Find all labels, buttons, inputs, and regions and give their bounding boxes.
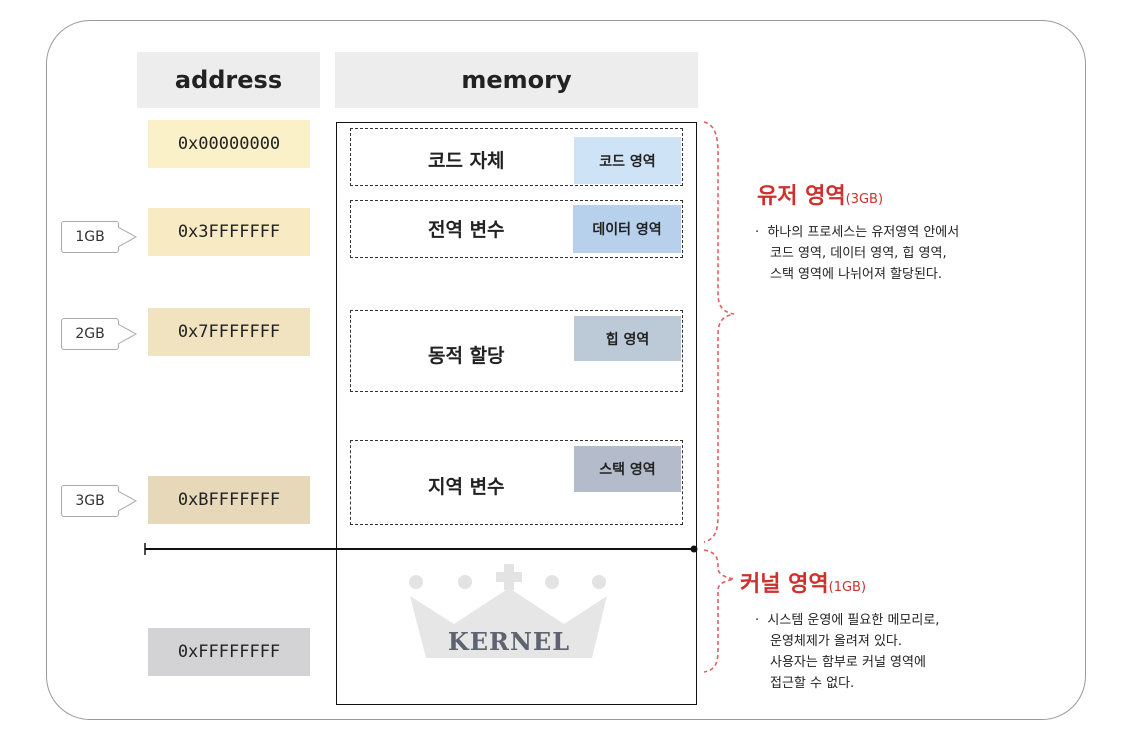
segment-tag: 데이터 영역 [573,205,681,253]
description-text: 시스템 운영에 필요한 메모리로, [767,613,940,628]
description-line: 코드 영역, 데이터 영역, 힙 영역, [770,246,947,261]
heap-segment [350,310,683,392]
user-space-description: · 하나의 프로세스는 유저영역 안에서 코드 영역, 데이터 영역, 힙 영역… [755,222,959,285]
callout-arrow-icon [118,226,138,248]
description-line: 사용자는 함부로 커널 영역에 [770,655,926,670]
segment-tag: 스택 영역 [574,446,681,492]
description-line: 스택 영역에 나뉘어져 할당된다. [770,267,943,282]
memory-column-header: memory [335,52,698,108]
address-cell: 0xFFFFFFFF [148,628,310,676]
kernel-space-description: · 시스템 운영에 필요한 메모리로, 운영체제가 올려져 있다. 사용자는 함… [755,610,939,694]
user-space-size: (3GB) [845,192,884,207]
kernel-logo-text: KERNEL [448,627,570,656]
gb-marker: 2GB [61,318,119,350]
user-space-title-text: 유저 영역 [757,184,846,209]
segment-label: 지역 변수 [428,476,505,498]
user-space-brace [703,121,735,543]
segment-label: 전역 변수 [428,219,505,241]
gb-marker: 3GB [61,485,119,517]
divider-end-dot-icon [690,545,698,553]
address-cell: 0xBFFFFFFF [148,476,310,524]
user-kernel-divider [145,548,697,550]
user-space-title: 유저 영역(3GB) [757,178,883,210]
kernel-space-size: (1GB) [828,580,867,595]
callout-arrow-icon [118,323,138,345]
description-line: 접근할 수 없다. [770,676,855,691]
memory-block [336,122,697,705]
data-segment [350,200,683,258]
bullet-icon: · [755,613,768,628]
gb-marker: 1GB [61,221,119,253]
diagram-frame [46,20,1086,720]
segment-tag: 코드 영역 [574,137,681,184]
kernel-space-brace [703,549,735,673]
address-cell: 0x7FFFFFFF [148,308,310,356]
kernel-crown-logo: KERNEL [409,564,607,658]
description-text: 하나의 프로세스는 유저영역 안에서 [767,225,960,240]
address-cell: 0x3FFFFFFF [148,208,310,256]
description-line: 운영체제가 올려져 있다. [770,634,902,649]
description-line: · 시스템 운영에 필요한 메모리로, [755,610,939,631]
address-column-header: address [137,52,320,108]
stack-segment [350,440,683,525]
kernel-space-title-text: 커널 영역 [740,572,829,597]
segment-tag: 힙 영역 [574,316,681,361]
bullet-icon: · [755,225,768,240]
address-cell: 0x00000000 [148,120,310,168]
divider-start-icon [144,543,146,555]
code-segment [350,128,683,186]
description-line: · 하나의 프로세스는 유저영역 안에서 [755,222,959,243]
segment-label: 코드 자체 [428,150,505,172]
kernel-space-title: 커널 영역(1GB) [740,566,866,598]
callout-arrow-icon [118,490,138,512]
segment-label: 동적 할당 [428,345,505,367]
